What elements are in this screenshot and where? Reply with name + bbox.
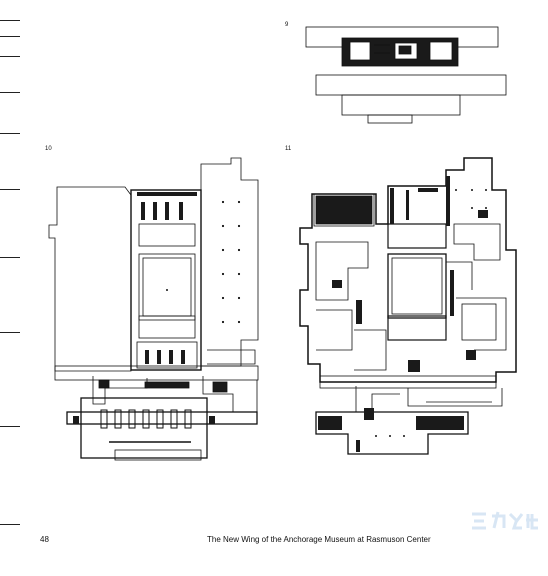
page-number: 48 bbox=[40, 535, 49, 544]
margin-tick bbox=[0, 133, 20, 135]
margin-tick bbox=[0, 524, 20, 526]
watermark-logo bbox=[470, 510, 540, 532]
margin-tick bbox=[0, 92, 20, 94]
figure-10-floor-plan bbox=[45, 150, 270, 465]
margin-tick bbox=[0, 36, 20, 38]
margin-tick bbox=[0, 189, 20, 191]
margin-tick bbox=[0, 257, 20, 259]
margin-tick bbox=[0, 56, 20, 58]
margin-ticks bbox=[0, 0, 22, 576]
figure-9-floor-plan bbox=[300, 25, 510, 125]
figure-11-floor-plan bbox=[296, 150, 521, 465]
figure-9-label: 9 bbox=[285, 22, 289, 28]
running-title: The New Wing of the Anchorage Museum at … bbox=[207, 535, 431, 544]
margin-tick bbox=[0, 426, 20, 428]
figure-10-label: 10 bbox=[45, 146, 52, 152]
figure-11-label: 11 bbox=[285, 146, 292, 152]
margin-tick bbox=[0, 332, 20, 334]
margin-tick bbox=[0, 20, 20, 22]
